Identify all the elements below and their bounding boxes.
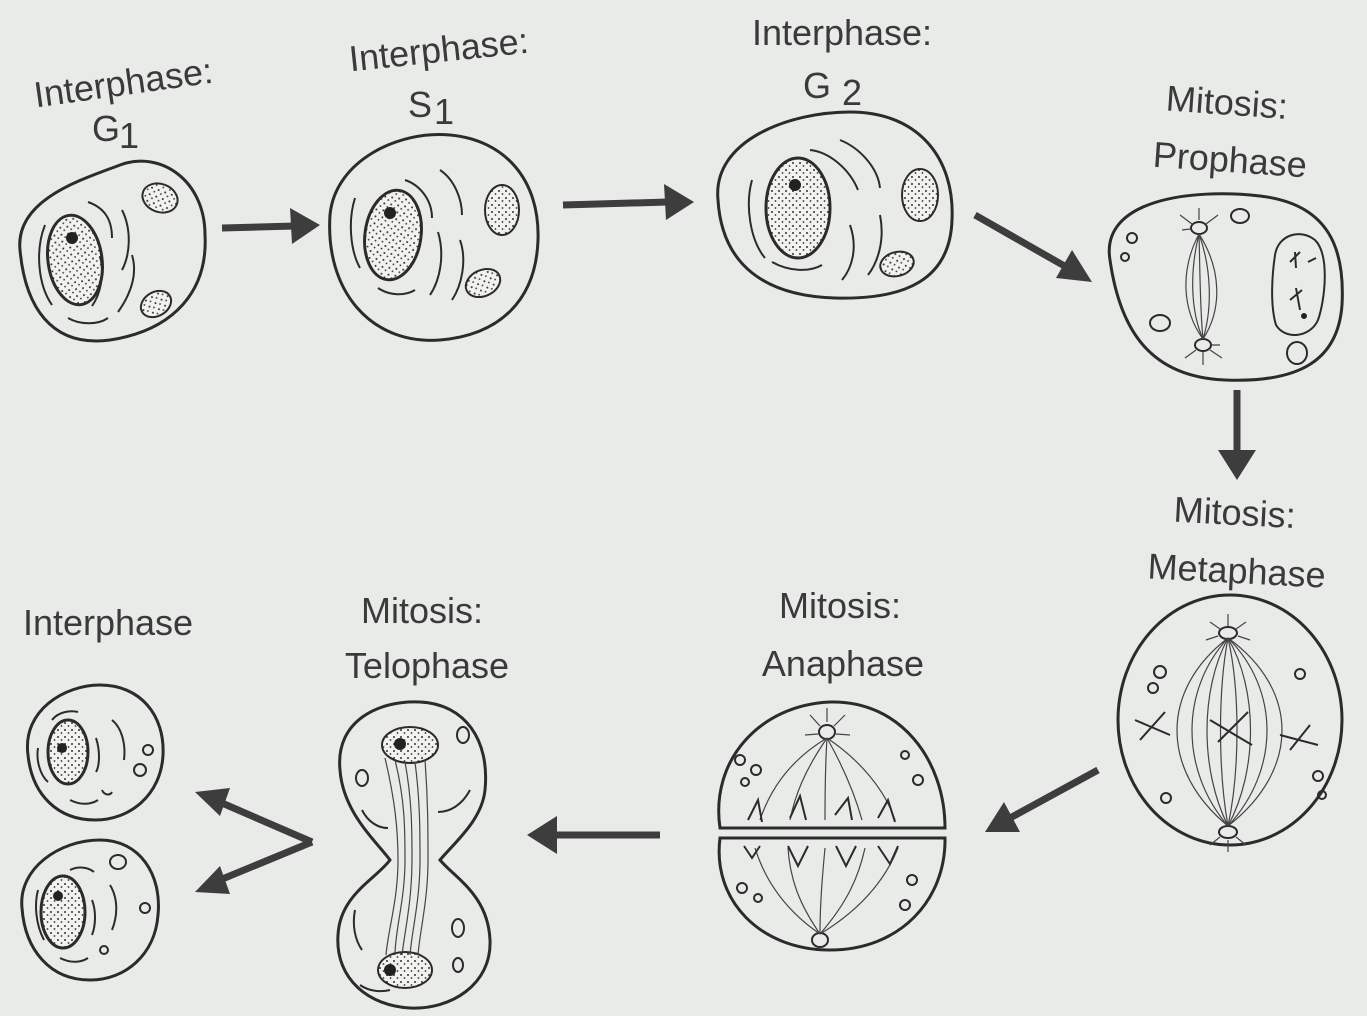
label-interphase: Interphase [23,602,193,643]
arrow-telophase-to-interphase [195,788,312,894]
arrow-anaphase-to-telophase [527,816,660,854]
arrow-metaphase-to-anaphase [985,770,1098,832]
label-g1-line2: G [92,108,120,149]
label-prophase-line2: Prophase [1152,134,1309,186]
label-g2-line2: G [803,65,831,106]
label-prophase: Mitosis: Prophase [1152,77,1313,186]
cell-interphase-bottom [22,840,159,980]
label-anaphase-line1: Mitosis: [779,585,901,626]
arrow-g2-to-prophase [975,215,1092,282]
label-g2-line1: Interphase: [752,12,932,53]
cell-interphase-top [27,685,163,820]
label-telophase-line2: Telophase [345,645,509,686]
label-s1: Interphase: S 1 [347,20,530,132]
label-metaphase: Mitosis: Metaphase [1147,488,1330,596]
label-metaphase-line1: Mitosis: [1173,489,1297,536]
cell-anaphase [719,702,945,950]
label-anaphase: Mitosis: Anaphase [762,585,924,684]
label-g1-line1: Interphase: [31,50,215,116]
cell-g1 [20,161,205,341]
label-prophase-line1: Mitosis: [1165,78,1290,127]
label-g2: Interphase: G 2 [752,12,932,113]
label-s1-line2: S [408,84,432,125]
label-anaphase-line2: Anaphase [762,643,924,684]
arrow-g1-to-s1 [222,208,320,244]
cell-telophase [338,702,490,1008]
cell-metaphase [1118,595,1342,852]
label-g1: Interphase: G 1 [31,50,215,156]
label-s1-sub: 1 [434,91,454,132]
cell-s1 [330,134,538,340]
label-g2-sub: 2 [842,72,862,113]
cell-g2 [718,112,953,298]
label-telophase-line1: Mitosis: [361,590,483,631]
cell-prophase [1109,194,1342,380]
label-metaphase-line2: Metaphase [1147,545,1327,595]
label-telophase: Mitosis: Telophase [345,590,509,686]
label-interphase-line1: Interphase [23,602,193,643]
arrow-prophase-to-metaphase [1218,390,1256,480]
label-g1-sub: 1 [119,115,139,156]
label-s1-line1: Interphase: [347,20,530,80]
arrow-s1-to-g2 [563,184,694,220]
